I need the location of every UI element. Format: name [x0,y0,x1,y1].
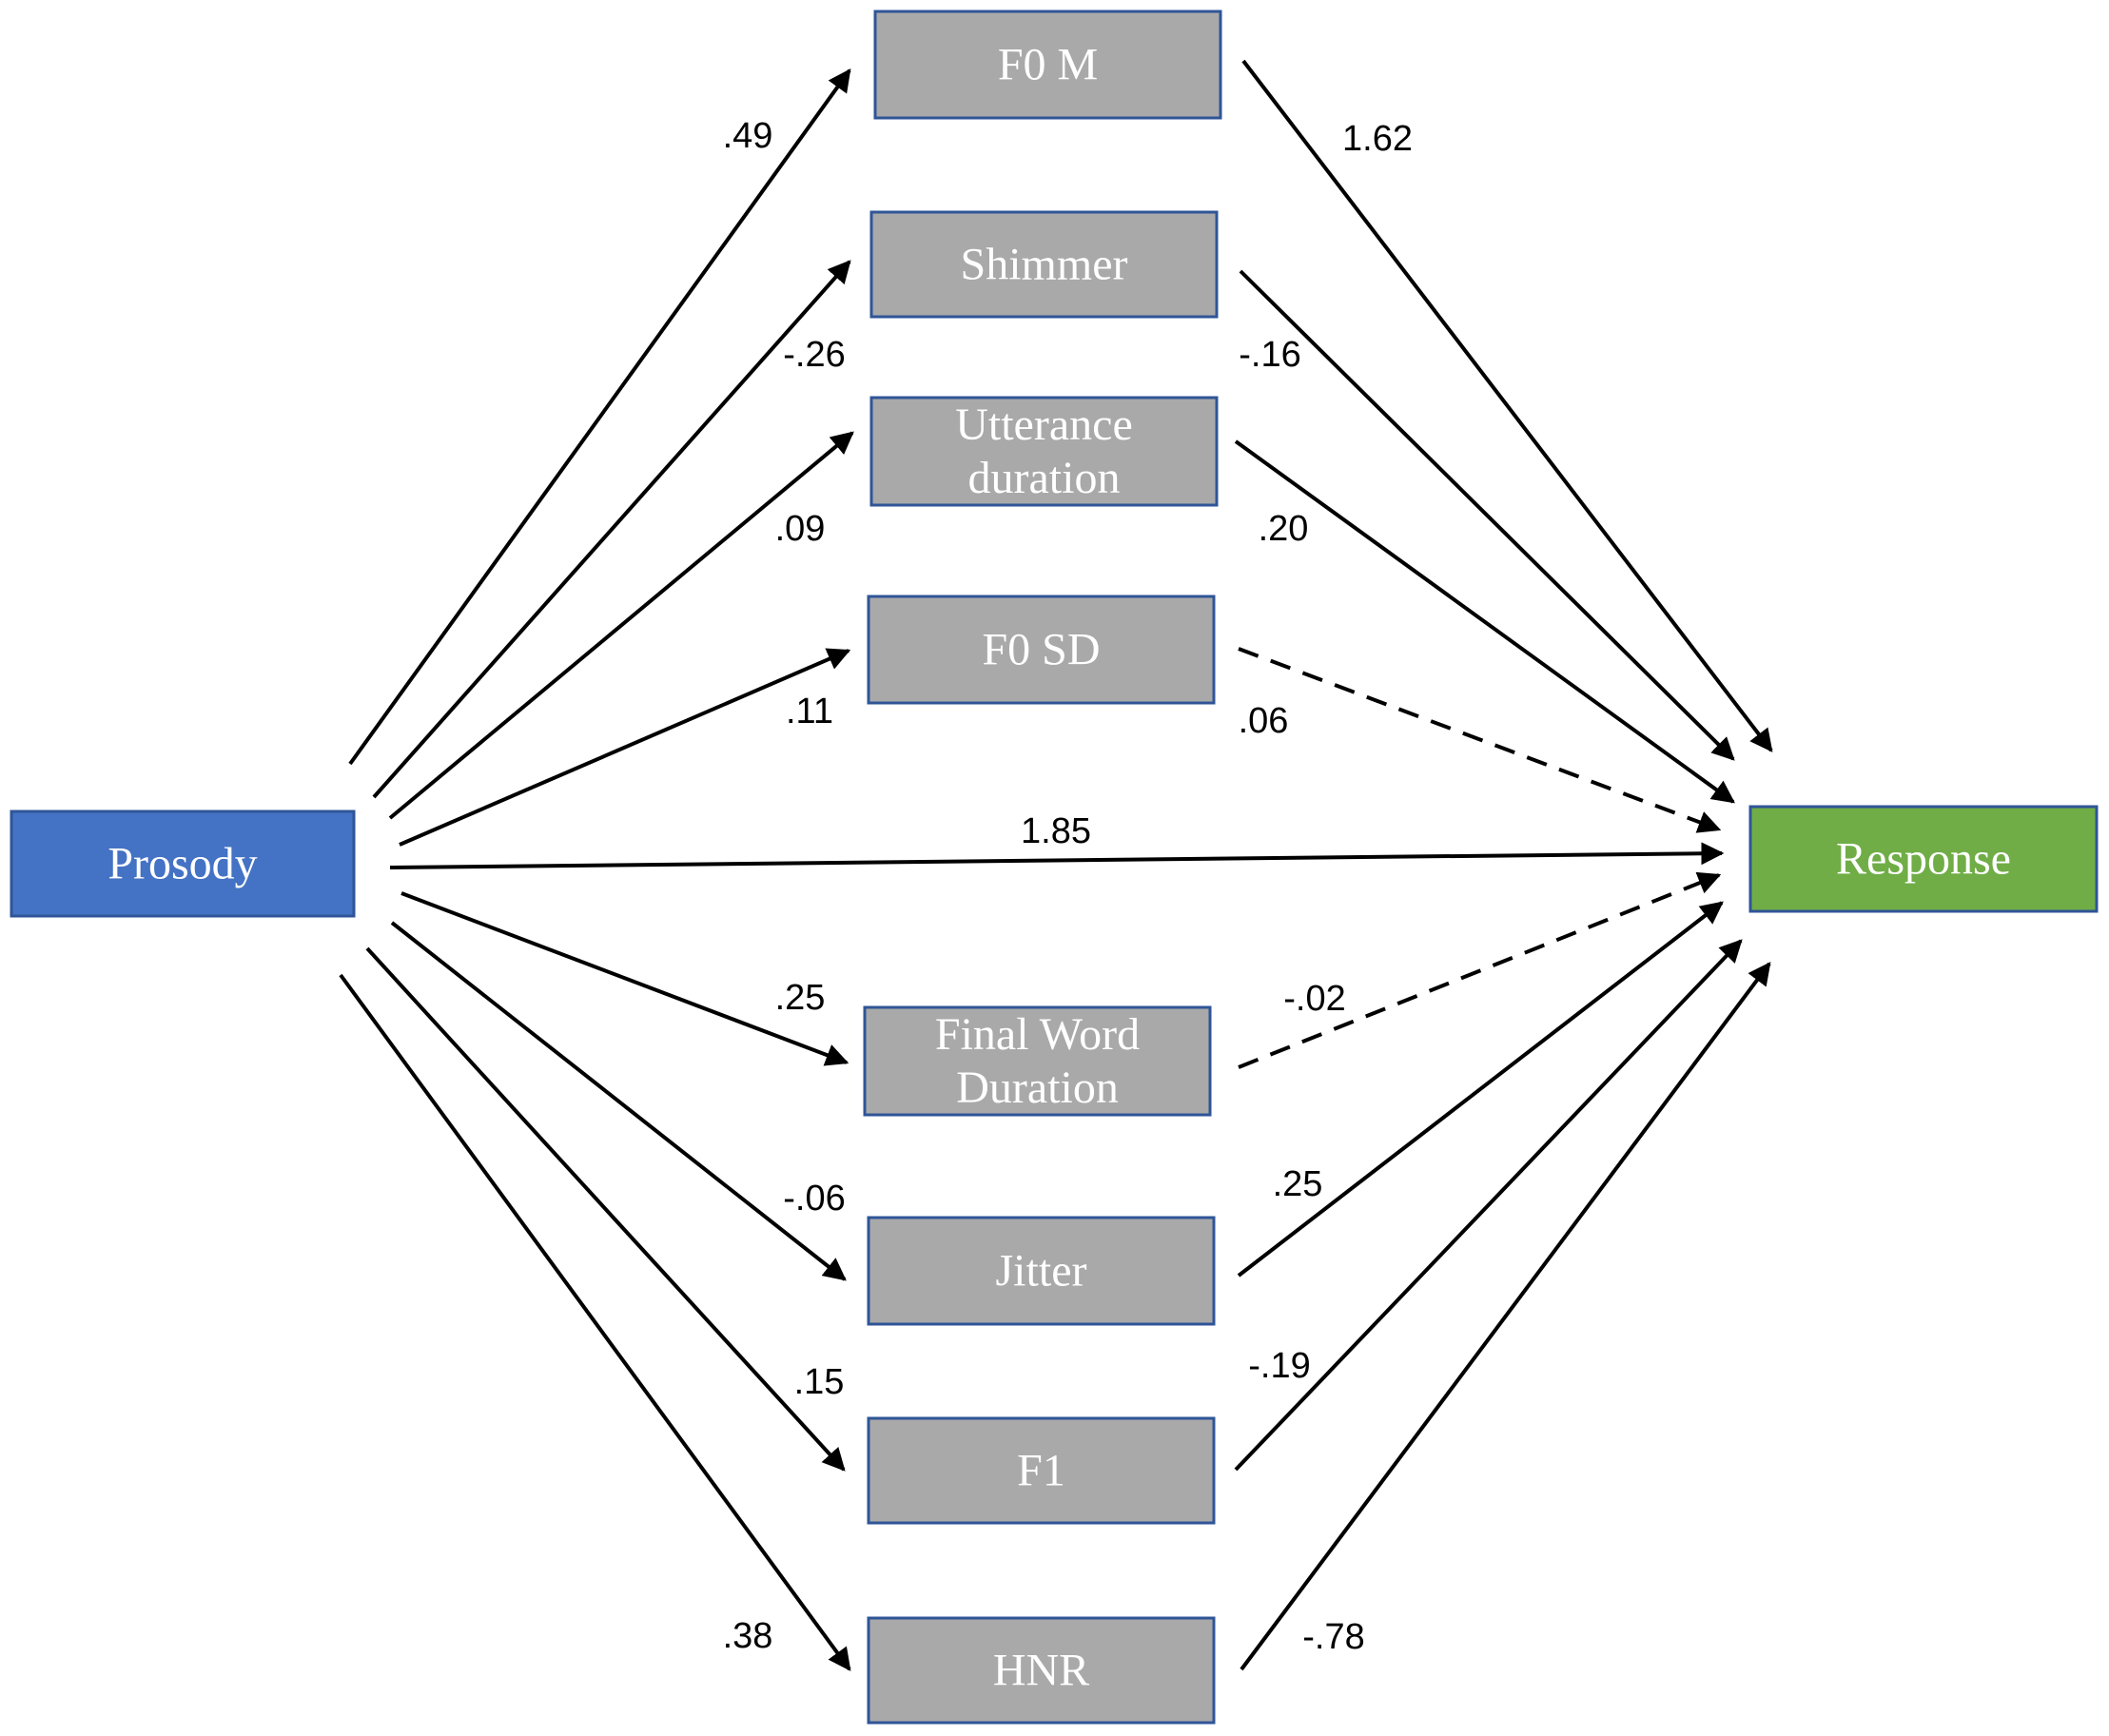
node-label-prosody: Prosody [107,839,257,889]
node-response: Response [1748,805,2099,913]
edge-prosody-shimmer [372,260,851,799]
edge-prosody-utterance [388,431,854,820]
edge-utterance-response [1234,439,1735,804]
node-box-jitter [867,1216,1216,1326]
node-jitter: Jitter [867,1216,1216,1326]
node-label-f0sd: F0 SD [982,625,1100,675]
node-label-finalword: Final Word [935,1009,1140,1060]
node-box-finalword [863,1005,1212,1117]
node-box-hnr [867,1616,1216,1725]
node-hnr: HNR [867,1616,1216,1725]
edge-label-finalword-response: -.02 [1283,979,1345,1019]
edge-label-f1-response: -.19 [1248,1346,1310,1386]
node-label-utterance: Utterance [955,400,1133,450]
node-f0sd: F0 SD [867,595,1216,705]
edge-label-f0m-response: 1.62 [1342,119,1413,159]
edge-label-prosody-f0m: .49 [723,116,773,156]
edge-label-shimmer-response: -.16 [1239,335,1300,375]
node-prosody: Prosody [10,809,356,918]
edge-label-hnr-response: -.78 [1302,1617,1364,1657]
node-box-response [1748,805,2099,913]
edge-shimmer-response [1239,269,1735,761]
edge-label-prosody-f1: .15 [794,1362,845,1402]
edges-layer [339,59,1773,1671]
node-f0m: F0 M [873,10,1222,120]
node-label-f0m: F0 M [998,40,1098,90]
edge-finalword-response [1238,871,1722,1069]
edge-label-utterance-response: .20 [1259,509,1309,549]
edge-f1-response [1234,939,1743,1472]
edge-prosody-response [389,842,1725,869]
node-label-jitter: Jitter [996,1246,1087,1297]
edge-label-f0sd-response: .06 [1239,701,1289,741]
node-box-utterance [869,396,1219,507]
edge-labels-layer: .49 -.26 .09 .11 1.85 .25 -.06 .15 .38 1.62 -.16 .2… [723,116,1413,1657]
nodes-layer: Prosody Response F0 M ShimmerUtterancedurat… [10,10,2099,1725]
edge-label-prosody-f0sd: .11 [786,692,833,731]
edge-label-prosody-jitter: -.06 [783,1179,845,1219]
node-label-f1: F1 [1017,1446,1065,1496]
edge-label-jitter-response: .25 [1273,1164,1323,1204]
edge-f0sd-response [1238,647,1722,833]
edge-label-prosody-utterance: .09 [775,509,826,549]
edge-prosody-jitter [390,921,847,1281]
node-box-shimmer [869,210,1219,319]
node-label-shimmer: Shimmer [961,240,1128,290]
node-f1: F1 [867,1416,1216,1525]
edge-prosody-f0sd [399,648,851,847]
node-box-f0m [873,10,1222,120]
node-box-f1 [867,1416,1216,1525]
edge-label-prosody-hnr: .38 [723,1616,773,1656]
edge-hnr-response [1240,962,1771,1671]
node-label-utterance: duration [968,453,1121,503]
edge-prosody-finalword [400,891,849,1066]
node-label-finalword: Duration [956,1063,1119,1113]
node-box-f0sd [867,595,1216,705]
edge-f0m-response [1241,59,1773,752]
node-shimmer: Shimmer [869,210,1219,319]
edge-prosody-f0m [348,68,851,766]
edge-label-prosody-finalword: .25 [775,978,826,1018]
edge-label-prosody-response: 1.85 [1021,811,1091,851]
node-box-prosody [10,809,356,918]
node-label-response: Response [1836,834,2011,885]
edge-label-prosody-shimmer: -.26 [783,335,845,375]
edge-prosody-hnr [339,973,851,1671]
edge-jitter-response [1237,901,1724,1278]
node-label-hnr: HNR [993,1646,1089,1696]
edge-prosody-f1 [365,946,846,1472]
